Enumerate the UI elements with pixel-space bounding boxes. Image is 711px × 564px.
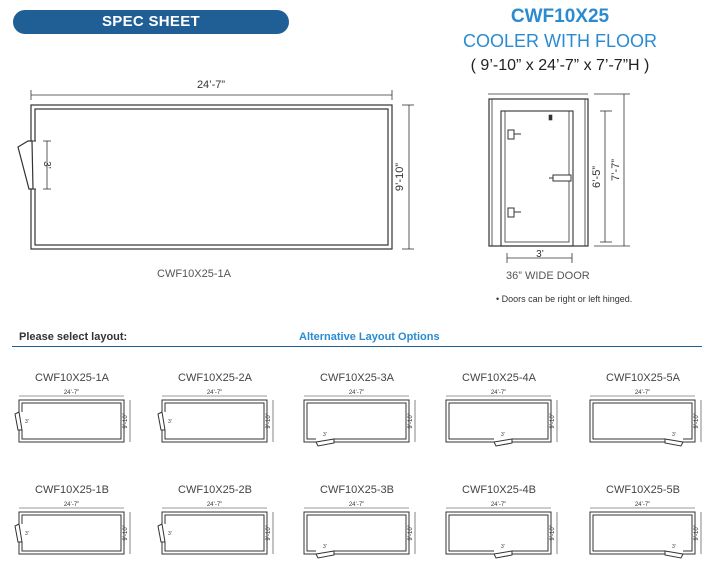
layout-width-label: 9’-10”	[266, 525, 272, 540]
door-height-label: 6’-5”	[591, 166, 603, 188]
layout-option[interactable]: CWF10X25-1B 24’-7” 9’-10” 3’	[13, 484, 143, 564]
layout-option-diagram: 24’-7” 9’-10” 3’	[445, 390, 558, 447]
layout-width-label: 9’-10”	[123, 525, 129, 540]
layout-option[interactable]: CWF10X25-5A 24’-7” 9’-10” 3’	[584, 372, 711, 452]
layout-option[interactable]: CWF10X25-2A 24’-7” 9’-10” 3’	[156, 372, 286, 452]
layout-option[interactable]: CWF10X25-1A 24’-7” 9’-10” 3’	[13, 372, 143, 452]
overall-dimensions: ( 9’-10” x 24’-7” x 7’-7”H )	[470, 57, 650, 74]
layout-option-label: CWF10X25-3B	[320, 484, 394, 496]
hinge-note: • Doors can be right or left hinged.	[496, 294, 633, 304]
alt-layouts-title: Alternative Layout Options	[299, 331, 440, 343]
layout-option-label: CWF10X25-4A	[462, 372, 536, 384]
layout-width-label: 9’-10”	[408, 525, 414, 540]
layout-option-diagram: 24’-7” 9’-10” 3’	[445, 502, 558, 559]
layout-option[interactable]: CWF10X25-3B 24’-7” 9’-10” 3’	[298, 484, 428, 564]
layout-length-label: 24’-7”	[635, 390, 650, 396]
layout-length-label: 24’-7”	[349, 390, 364, 396]
layout-door-label: 3’	[323, 544, 327, 550]
door-width-label: 3’	[536, 249, 544, 260]
layout-door-label: 3’	[25, 531, 29, 537]
layout-width-label: 9’-10”	[550, 413, 556, 428]
layout-option-label: CWF10X25-1A	[35, 372, 109, 384]
layout-length-label: 24’-7”	[635, 502, 650, 508]
model-number: CWF10X25	[510, 6, 610, 27]
layout-width-label: 9’-10”	[266, 413, 272, 428]
layout-door-label: 3’	[672, 432, 676, 438]
layout-option-diagram: 24’-7” 9’-10” 3’	[14, 390, 131, 443]
layout-option-diagram: 24’-7” 9’-10” 3’	[157, 390, 274, 443]
layout-option-label: CWF10X25-1B	[35, 484, 109, 496]
door-caption: 36” WIDE DOOR	[506, 270, 590, 282]
plan-caption: CWF10X25-1A	[157, 268, 231, 280]
door-elevation	[488, 93, 630, 263]
layout-option-diagram: 24’-7” 9’-10” 3’	[589, 502, 702, 559]
layout-door-label: 3’	[672, 544, 676, 550]
hinge-note-text: Doors can be right or left hinged.	[501, 294, 633, 304]
layout-width-label: 9’-10”	[123, 413, 129, 428]
layout-door-label: 3’	[323, 432, 327, 438]
layout-door-label: 3’	[168, 531, 172, 537]
layout-option-diagram: 24’-7” 9’-10” 3’	[303, 390, 416, 447]
layout-length-label: 24’-7”	[491, 390, 506, 396]
product-subtitle: COOLER WITH FLOOR	[462, 31, 657, 51]
layout-option-label: CWF10X25-4B	[462, 484, 536, 496]
layout-door-label: 3’	[25, 419, 29, 425]
layout-length-label: 24’-7”	[64, 502, 79, 508]
layout-length-label: 24’-7”	[207, 390, 222, 396]
layout-option-label: CWF10X25-2A	[178, 372, 252, 384]
main-drawings: 24’-7” 3’ 9’-10” 3’ 6’-5” 7’-7”	[17, 79, 630, 263]
layout-option-diagram: 24’-7” 9’-10” 3’	[14, 502, 131, 555]
floor-plan	[17, 90, 414, 250]
layout-option[interactable]: CWF10X25-4A 24’-7” 9’-10” 3’	[440, 372, 570, 452]
layout-length-label: 24’-7”	[349, 502, 364, 508]
layout-length-label: 24’-7”	[64, 390, 79, 396]
spec-sheet-badge: SPEC SHEET	[13, 10, 289, 34]
plan-width-label: 9’-10”	[394, 163, 406, 191]
layout-door-label: 3’	[501, 544, 505, 550]
layout-option-label: CWF10X25-5B	[606, 484, 680, 496]
layout-width-label: 9’-10”	[694, 525, 700, 540]
layout-option-label: CWF10X25-3A	[320, 372, 394, 384]
layout-option-diagram: 24’-7” 9’-10” 3’	[157, 502, 274, 555]
layout-option-diagram: 24’-7” 9’-10” 3’	[303, 502, 416, 559]
layout-door-label: 3’	[501, 432, 505, 438]
layout-option[interactable]: CWF10X25-3A 24’-7” 9’-10” 3’	[298, 372, 428, 452]
layout-option[interactable]: CWF10X25-2B 24’-7” 9’-10” 3’	[156, 484, 286, 564]
layout-width-label: 9’-10”	[408, 413, 414, 428]
layout-option-label: CWF10X25-5A	[606, 372, 680, 384]
layout-length-label: 24’-7”	[491, 502, 506, 508]
plan-door-label: 3’	[41, 161, 52, 169]
overall-height-label: 7’-7”	[610, 159, 622, 181]
layout-option-diagram: 24’-7” 9’-10” 3’	[589, 390, 702, 447]
layout-width-label: 9’-10”	[694, 413, 700, 428]
layout-length-label: 24’-7”	[207, 502, 222, 508]
plan-length-label: 24’-7”	[197, 79, 225, 91]
layout-width-label: 9’-10”	[550, 525, 556, 540]
layout-select-prompt: Please select layout:	[19, 331, 128, 343]
layout-option[interactable]: CWF10X25-5B 24’-7” 9’-10” 3’	[584, 484, 711, 564]
layout-option-label: CWF10X25-2B	[178, 484, 252, 496]
section-divider	[12, 346, 702, 347]
layout-door-label: 3’	[168, 419, 172, 425]
layout-option[interactable]: CWF10X25-4B 24’-7” 9’-10” 3’	[440, 484, 570, 564]
